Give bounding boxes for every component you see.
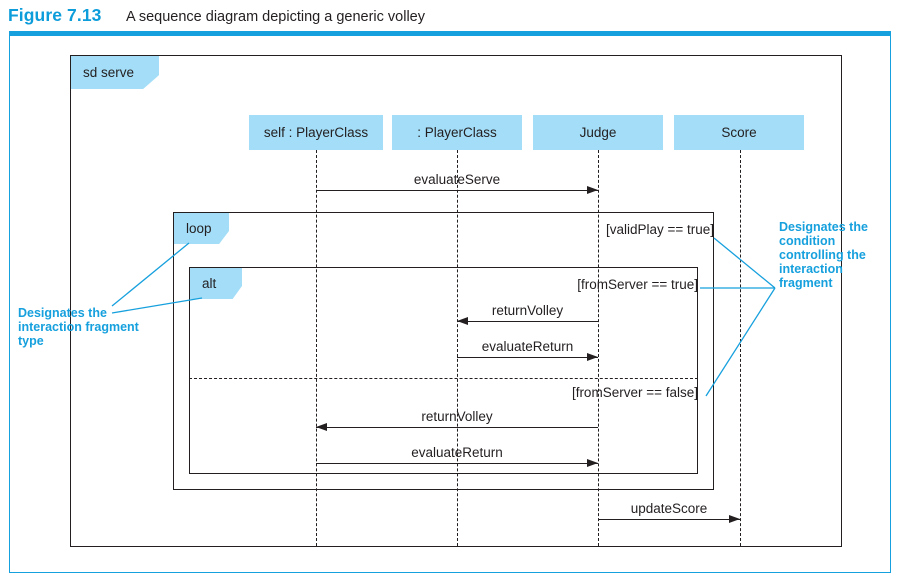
lifeline-head-self-playerclass[interactable]: self : PlayerClass: [249, 115, 383, 150]
sd-frame-tag: sd serve: [71, 56, 159, 89]
figure-caption: A sequence diagram depicting a generic v…: [125, 9, 426, 25]
message-label-updatescore: updateScore: [630, 501, 708, 516]
message-line-evaluateserve: [316, 190, 598, 191]
arrowhead-right-icon: [729, 514, 740, 523]
arrowhead-right-icon: [587, 352, 598, 361]
guard-validplay: [validPlay == true]: [605, 222, 714, 237]
arrowhead-left-icon: [316, 422, 327, 431]
message-label-returnvolley-2: returnVolley: [421, 409, 493, 424]
message-label-evaluatereturn-2: evaluateReturn: [411, 445, 503, 460]
lifeline-self-playerclass: [316, 150, 317, 546]
fragment-alt-tag: alt: [190, 268, 242, 299]
annotation-fragment-condition: Designates the condition controlling the…: [779, 220, 868, 290]
message-line-returnvolley-2: [316, 427, 598, 428]
figure-header: Figure 7.13 A sequence diagram depicting…: [8, 5, 892, 29]
message-label-evaluateserve: evaluateServe: [413, 172, 501, 187]
message-line-evaluatereturn-2: [316, 463, 598, 464]
message-label-returnvolley-1: returnVolley: [491, 303, 564, 318]
message-line-updatescore: [598, 519, 740, 520]
guard-fromserver-false: [fromServer == false]: [571, 385, 698, 400]
lifeline-head-score[interactable]: Score: [674, 115, 804, 150]
lifeline-judge: [598, 150, 599, 546]
message-line-returnvolley-1: [457, 321, 598, 322]
lifeline-playerclass: [457, 150, 458, 546]
arrowhead-right-icon: [587, 458, 598, 467]
figure-number: Figure 7.13: [8, 5, 102, 25]
guard-fromserver-true: [fromServer == true]: [577, 277, 698, 292]
arrowhead-left-icon: [457, 316, 468, 325]
arrowhead-right-icon: [587, 185, 598, 194]
message-label-evaluatereturn-1: evaluateReturn: [481, 339, 574, 354]
fragment-alt: [189, 267, 698, 474]
sequence-diagram-frame: [70, 55, 842, 547]
lifeline-head-judge[interactable]: Judge: [533, 115, 663, 150]
lifeline-score: [740, 150, 741, 546]
message-line-evaluatereturn-1: [457, 357, 598, 358]
lifeline-head-playerclass[interactable]: : PlayerClass: [392, 115, 522, 150]
fragment-alt-separator: [189, 378, 698, 379]
annotation-fragment-type: Designates the interaction fragment type: [18, 306, 139, 348]
fragment-loop-tag: loop: [174, 213, 229, 244]
